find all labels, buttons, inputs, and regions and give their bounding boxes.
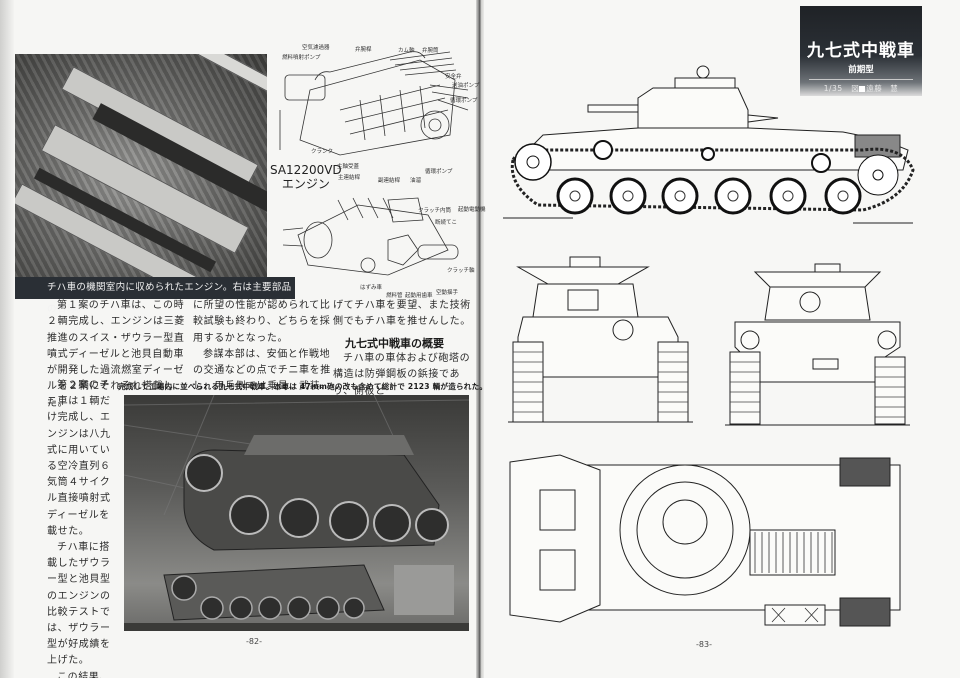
diagram-label: 循環ポンプ: [425, 169, 453, 175]
diagram-label: 断続てこ: [435, 220, 458, 226]
diagram-label: 空動揺手: [436, 290, 459, 296]
diagram-label: 主軸受蓋: [337, 164, 360, 170]
tank-side-view-drawing: [503, 65, 915, 224]
tank-rear-view-drawing: [725, 263, 910, 426]
diagram-label: 起動用歯車: [405, 293, 433, 299]
diagram-label: 油溜: [410, 178, 422, 184]
diagram-label: クラッチ内筒: [418, 208, 452, 214]
paragraph: げてチハ車を要望、また技術側でもチハ車を推せんした。: [333, 300, 471, 328]
diagram-label: クラッチ軸: [447, 268, 475, 274]
tank-top-view-drawing: [509, 454, 901, 627]
diagram-label: 副連結桿: [378, 178, 401, 184]
engine-photo-caption: チハ車の機関室内に収められたエンジン。右は主要部品の名称。: [15, 277, 295, 315]
drawing-subtitle: 前期型: [848, 65, 874, 75]
diagram-label: 燃料噴射ポンプ: [282, 55, 321, 61]
engine-label: エンジン: [281, 177, 330, 191]
section-heading: 九七式中戦車の概要: [345, 337, 444, 350]
page-number-left: -82-: [246, 637, 262, 646]
paragraph: に所望の性能が認められて比較試験も終わり、どちらを採用するかとなった。: [193, 300, 331, 344]
paragraph: この結果、チハ車、チニ車両型ともそれなり: [57, 671, 110, 678]
diagram-label: 循環ポンプ: [450, 98, 478, 104]
factory-tanks-photo: [124, 395, 469, 631]
scale-label: 1/35: [823, 84, 843, 93]
diagram-label: 起動電動機: [458, 207, 486, 213]
title-divider: [809, 79, 913, 80]
tank-front-view-drawing: [508, 256, 693, 423]
book-gutter: [476, 0, 484, 678]
engine-diagram-top: [279, 51, 469, 156]
title-box: 九七式中戦車 前期型 1/35 図遠藤 慧: [800, 6, 922, 96]
engine-diagram-title: SA12200VD エンジン: [270, 163, 342, 191]
diagram-label: クランク: [311, 149, 334, 155]
diagram-label: 空気濾過器: [302, 45, 330, 51]
drawing-meta: 1/35 図遠藤 慧: [800, 83, 922, 94]
page-edge: [0, 0, 14, 678]
diagram-label: 安全弁: [445, 74, 462, 80]
diagram-label: 送油ポンプ: [452, 83, 480, 89]
text-column-1a: 第１案のチハ車は、この時２輌完成し、エンジンは三菱推進のスイス・ザウラー型直噴式…: [47, 298, 189, 412]
diagram-label: 燃料管: [386, 293, 403, 299]
diagram-label: 弁腕桿: [355, 47, 372, 53]
diagram-label: 弁腕筒: [422, 48, 439, 54]
credit-block-icon: [859, 85, 866, 92]
engine-model: SA12200VD: [270, 163, 342, 177]
text-column-1b: 第２案のチニ車は１輌だけ完成し、エンジンは八九式に用いている空冷直列６気筒４サイ…: [47, 378, 119, 678]
paragraph: 第２案のチニ車は１輌だけ完成し、エンジンは八九式に用いている空冷直列６気筒４サイ…: [47, 380, 111, 537]
paragraph: チハ車に搭載したザウラー型と池貝型のエンジンの比較テストでは、ザウラー型が好成績…: [47, 542, 111, 667]
diagram-label: はずみ車: [360, 285, 383, 291]
author-name: 遠藤 慧: [866, 84, 899, 93]
paragraph: 第１案のチハ車は、この時２輌完成し、エンジンは三菱推進のスイス・ザウラー型直噴式…: [47, 300, 185, 409]
page-number-right: -83-: [696, 640, 712, 649]
diagram-label: 主連結桿: [338, 175, 361, 181]
credit-prefix: 図: [851, 84, 860, 93]
factory-photo-caption: 完成して工場内に並べられる九七式中戦車。本車は 47mm砲の改も含めて総計で 2…: [118, 382, 488, 391]
drawing-title: 九七式中戦車: [807, 41, 915, 61]
engine-diagram-bottom: [282, 197, 459, 276]
diagram-label: カム軸: [398, 48, 415, 54]
engine-compartment-photo: [15, 54, 267, 277]
text-column-3b: チハ車の車体および砲塔の構造は防弾鋼板の鋲接であり、側板と: [333, 351, 473, 400]
text-column-3: げてチハ車を要望、また技術側でもチハ車を推せんした。: [333, 298, 473, 331]
paragraph: チハ車の車体および砲塔の構造は防弾鋼板の鋲接であり、側板と: [333, 353, 471, 397]
